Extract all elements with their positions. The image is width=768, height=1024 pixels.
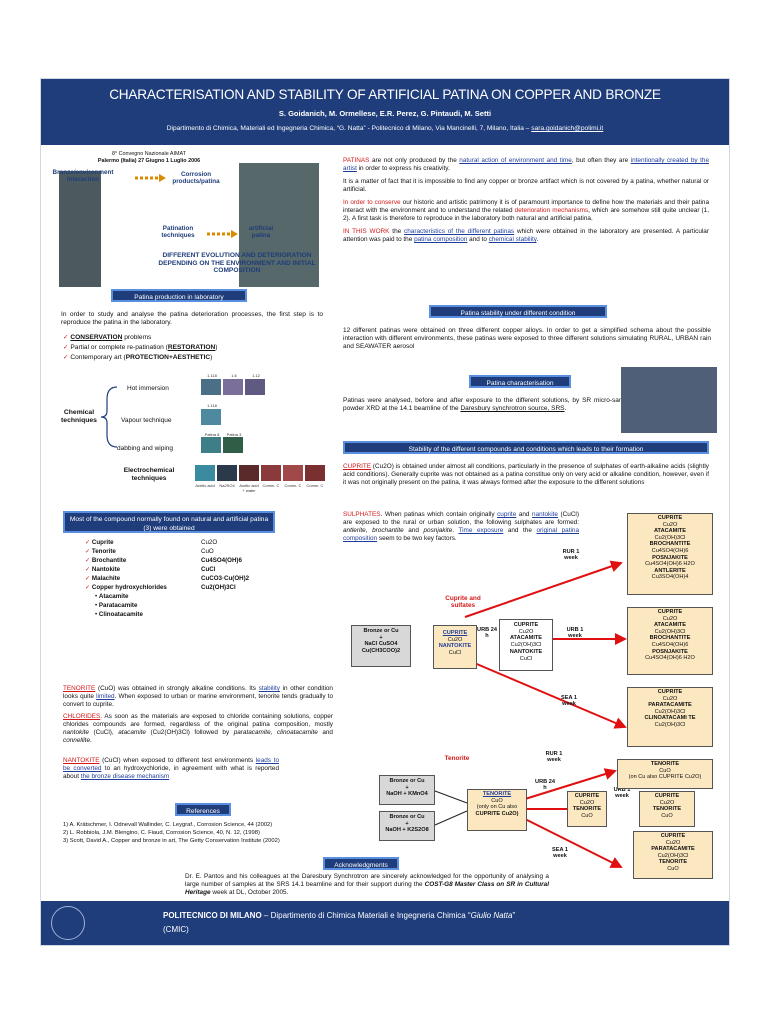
scheme1-mid-box: CUPRITE Cu2O NANTOKITE CuCl [433,625,477,669]
list-item: ✓ CONSERVATION problems [63,334,152,341]
poster-footer: POLITECNICO DI MILANO – Dipartimento di … [41,901,729,945]
patina-swatch [305,465,325,481]
check-icon: ✓ [63,334,69,341]
compound-names: ✓ Cuprite ✓ Tenorite ✓ Brochantite ✓ Nan… [85,539,167,618]
patina-swatch [217,465,237,481]
dabbing-label: dabbing and wiping [117,445,174,452]
patina-swatch [283,465,303,481]
patina-swatch [201,379,221,395]
scheme1-urb24-label: URB 24 h [477,627,497,640]
patina-swatch [195,465,215,481]
references-heading: References [175,803,231,816]
lab-heading: Patina production in laboratory [111,289,247,302]
footer-text: POLITECNICO DI MILANO – Dipartimento di … [163,911,516,920]
compound-formulas: Cu2O CuO Cu4SO4(OH)6 CuCl CuCO3·Cu(OH)2 … [201,539,250,591]
scheme1-sea-label: SEA 1 week [561,695,577,708]
tenorite-text: TENORITE (CuO) was obtained in strongly … [63,685,334,708]
check-icon: ✓ [85,583,91,591]
check-icon: ✓ [85,539,91,546]
patina-swatch [201,437,221,453]
patina-swatch [201,409,221,425]
chemical-techniques-label: Chemical techniques [61,409,97,424]
scheme2-urb-box: CUPRITE Cu2O TENORITE CuO [639,791,695,827]
bronze-env-label: Bronze/environment interaction [52,169,114,184]
synchrotron-photo [621,367,717,433]
check-icon: ✓ [85,574,91,582]
env-arrow-icon [135,174,166,182]
stability-text: 12 different patinas were obtained on th… [343,327,711,351]
poster-header: CHARACTERISATION AND STABILITY OF ARTIFI… [41,79,729,145]
scheme2-mid-box: TENORITE CuO (only on Cu also CUPRITE Cu… [467,789,527,831]
conference-info: 8° Convegno Nazionale AIMAT Palermo (Ita… [97,151,201,164]
poster: CHARACTERISATION AND STABILITY OF ARTIFI… [40,78,730,946]
bronze-sculpture-photo [239,163,319,287]
characterisation-heading: Patina characterisation [469,375,571,388]
reference-item: 3) Scott, David A., Copper and bronze in… [63,838,280,845]
list-item: ✓ Partial or complete re-patination (RES… [63,343,218,351]
affiliation: Dipartimento di Chimica, Materiali ed In… [166,125,604,132]
poster-title: CHARACTERISATION AND STABILITY OF ARTIFI… [109,87,661,102]
corrosion-label: Corrosion products/patina [172,171,220,186]
patination-label: Patination techniques [161,225,195,240]
brace-icon [100,386,118,448]
evolution-note: DIFFERENT EVOLUTION AND DETERIORATION DE… [158,252,316,275]
check-icon: ✓ [85,556,91,564]
patina-swatch [239,465,259,481]
check-icon: ✓ [63,353,69,361]
references-list: 1) A. Krätschmer, I. Odnevall Wallinder,… [63,821,353,845]
footer-cmic: (CMIC) [163,925,189,934]
authors: S. Goidanich, M. Ormellese, E.R. Perez, … [278,109,492,118]
ack-heading: Acknowledgments [323,857,399,870]
chlorides-text: CHLORIDES. As soon as the materials are … [63,713,333,744]
intro-text: PATINAS are not only produced by the nat… [343,157,710,243]
check-icon: ✓ [85,565,91,573]
electro-label: Electrochemical techniques [123,467,175,482]
lab-intro: In order to study and analyse the patina… [61,311,323,327]
lab-list: ✓ CONSERVATION problems ✓ Partial or com… [63,333,325,363]
scheme2-rur-label: RUR 1 week [545,751,563,764]
email-link[interactable]: sara.goidanich@polimi.it [531,125,604,132]
patina-swatch [223,437,243,453]
hot-immersion-label: Hot immersion [127,385,169,392]
formation-heading: Stability of the different compounds and… [343,441,709,454]
cuprite-sulfates-label: Cuprite and sulfates [445,595,481,610]
scheme2-start1-box: Bronze or Cu + NaOH + KMnO4 [379,775,435,805]
cuprite-text: CUPRITE (Cu2O) is obtained under almost … [343,463,709,486]
patina-arrow-icon [207,230,238,238]
scheme2-urb24-label: URB 24 h [535,779,555,792]
sulphates-text: SULPHATES. When patinas which contain or… [343,511,580,542]
scheme1-urb-mid-box: CUPRITE Cu2O ATACAMITE Cu2(OH)3Cl NANTOK… [499,619,553,671]
scheme1-rur-label: RUR 1 week [562,549,580,562]
politecnico-logo-icon [51,906,85,940]
scheme2-start2-box: Bronze or Cu + NaOH + K2S2O8 [379,811,435,841]
characterisation-text: Patinas were analysed, before and after … [343,397,633,413]
patina-swatch [261,465,281,481]
reference-item: 2) L. Robbiola, J.M. Blengino, C. Fiaud,… [63,830,260,837]
nantokite-text: NANTOKITE (CuCl) when exposed to differe… [63,757,279,780]
scheme2-rur-box: TENORITE CuO (on Cu also CUPRITE Cu2O) [617,759,713,789]
list-item: ✓ Contemporary art (PROTECTION+AESTHETIC… [63,353,213,361]
check-icon: ✓ [63,343,69,351]
scheme1-start-box: Bronze or Cu + NaCl CuSO4 Cu(CH3COO)2 [351,625,411,667]
patina-swatch [223,379,243,395]
scheme2-urb1-label: URB 1 week [613,787,631,800]
ack-text: Dr. E. Pantos and his colleagues at the … [185,873,549,896]
artificial-label: artificial patina [248,225,274,240]
compounds-heading: Most of the compound normally found on n… [63,511,275,533]
check-icon: ✓ [85,547,91,555]
bronze-statue-photo [59,171,101,287]
scheme1-urb1-label: URB 1 week [566,627,584,640]
patina-swatch [245,379,265,395]
stability-heading: Patina stability under different conditi… [429,305,607,318]
scheme2-urb-mid-box: CUPRITE Cu2O TENORITE CuO [567,791,607,827]
scheme2-sea-label: SEA 1 week [552,847,568,860]
vapour-label: Vapour technique [121,417,172,424]
reference-item: 1) A. Krätschmer, I. Odnevall Wallinder,… [63,822,273,828]
tenorite-label: Tenorite [444,755,470,762]
